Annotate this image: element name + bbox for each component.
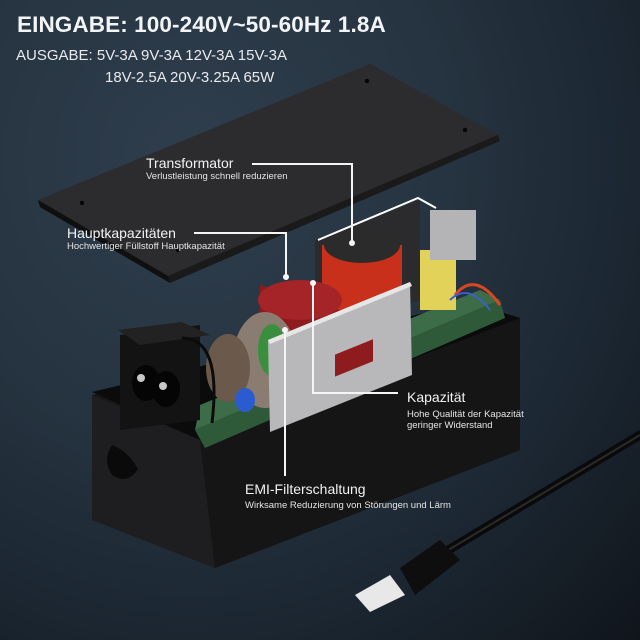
callout-dot	[283, 274, 289, 280]
callout-line	[312, 283, 314, 394]
heat-shield	[268, 282, 412, 432]
callout-kapazitaet: Kapazität Hohe Qualität der Kapazität ge…	[407, 389, 524, 431]
output-spec: AUSGABE: 5V-3A 9V-3A 12V-3A 15V-3A 18V-2…	[16, 45, 287, 89]
callout-title: Hauptkapazitäten	[67, 225, 176, 241]
usb-c-cable	[355, 430, 640, 612]
callout-title: Kapazität	[407, 389, 466, 405]
housing-lid	[38, 64, 500, 283]
output-spec-line1: AUSGABE: 5V-3A 9V-3A 12V-3A 15V-3A	[16, 47, 288, 64]
callout-hauptkapazitaeten: Hauptkapazitäten Hochwertiger Füllstoff …	[67, 225, 225, 252]
callout-subtitle-line1: Hohe Qualität der Kapazität	[407, 409, 524, 420]
callout-line	[252, 163, 353, 165]
callout-subtitle-line2: geringer Widerstand	[407, 420, 493, 431]
callout-emi-filter: EMI-Filterschaltung Wirksame Reduzierung…	[245, 481, 451, 511]
callout-subtitle: Hochwertiger Füllstoff Hauptkapazität	[67, 241, 225, 252]
callout-dot	[349, 240, 355, 246]
callout-line	[285, 232, 287, 277]
callout-subtitle: Wirksame Reduzierung von Störungen und L…	[245, 500, 451, 511]
input-spec: EINGABE: 100-240V~50-60Hz 1.8A	[17, 12, 386, 37]
callout-transformator: Transformator Verlustleistung schnell re…	[146, 155, 288, 182]
callout-title: Transformator	[146, 155, 234, 171]
output-connector	[430, 210, 476, 260]
output-spec-line2: 18V-2.5A 20V-3.25A 65W	[105, 69, 275, 86]
callout-line	[194, 232, 287, 234]
callout-line	[351, 163, 353, 243]
blue-capacitor	[235, 388, 255, 412]
callout-title: EMI-Filterschaltung	[245, 481, 366, 497]
callout-line	[312, 392, 398, 394]
callout-subtitle: Verlustleistung schnell reduzieren	[146, 171, 288, 182]
ac-inlet	[118, 322, 216, 430]
callout-line	[284, 330, 286, 476]
